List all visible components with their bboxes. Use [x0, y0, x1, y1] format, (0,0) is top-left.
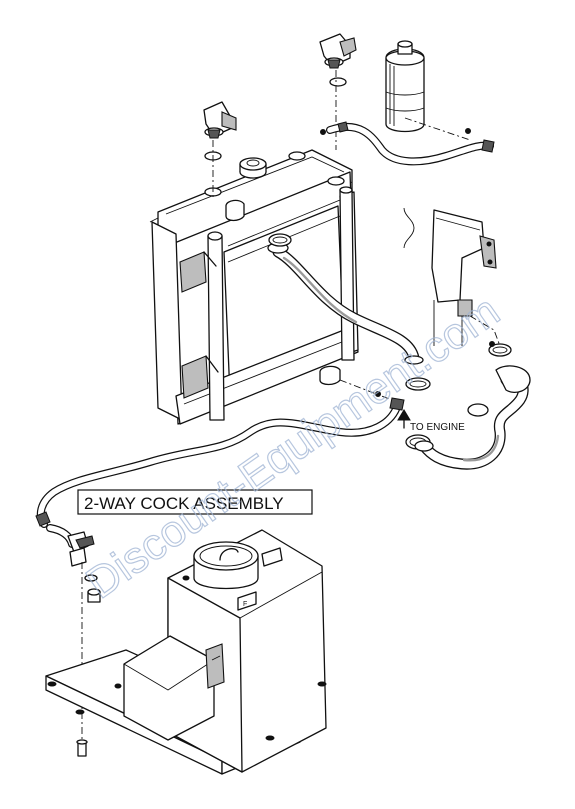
tank-drain-bolt — [76, 739, 88, 757]
elbow-fitting-right — [319, 33, 357, 69]
engine-bracket — [403, 207, 501, 347]
tank: F — [45, 529, 327, 775]
radiator — [149, 149, 359, 425]
cock-nut — [84, 574, 101, 603]
lower-hose — [414, 365, 531, 470]
tank-cap — [193, 541, 283, 590]
overflow-hose — [326, 121, 495, 166]
to-engine-label: TO ENGINE — [410, 422, 465, 433]
upper-hose — [267, 242, 424, 365]
elbow-fitting-left — [203, 101, 237, 139]
radiator-cap — [239, 157, 267, 179]
assembly-title: 2-WAY COCK ASSEMBLY — [84, 494, 284, 513]
to-engine-callout: TO ENGINE — [397, 409, 465, 433]
tank-cap-mark: F — [243, 601, 247, 608]
drain-hose — [35, 397, 405, 528]
two-way-cock — [46, 524, 95, 567]
reserve-bottle — [385, 40, 425, 133]
o-ring-right — [329, 77, 347, 87]
assembly-label: 2-WAY COCK ASSEMBLY — [77, 489, 313, 515]
